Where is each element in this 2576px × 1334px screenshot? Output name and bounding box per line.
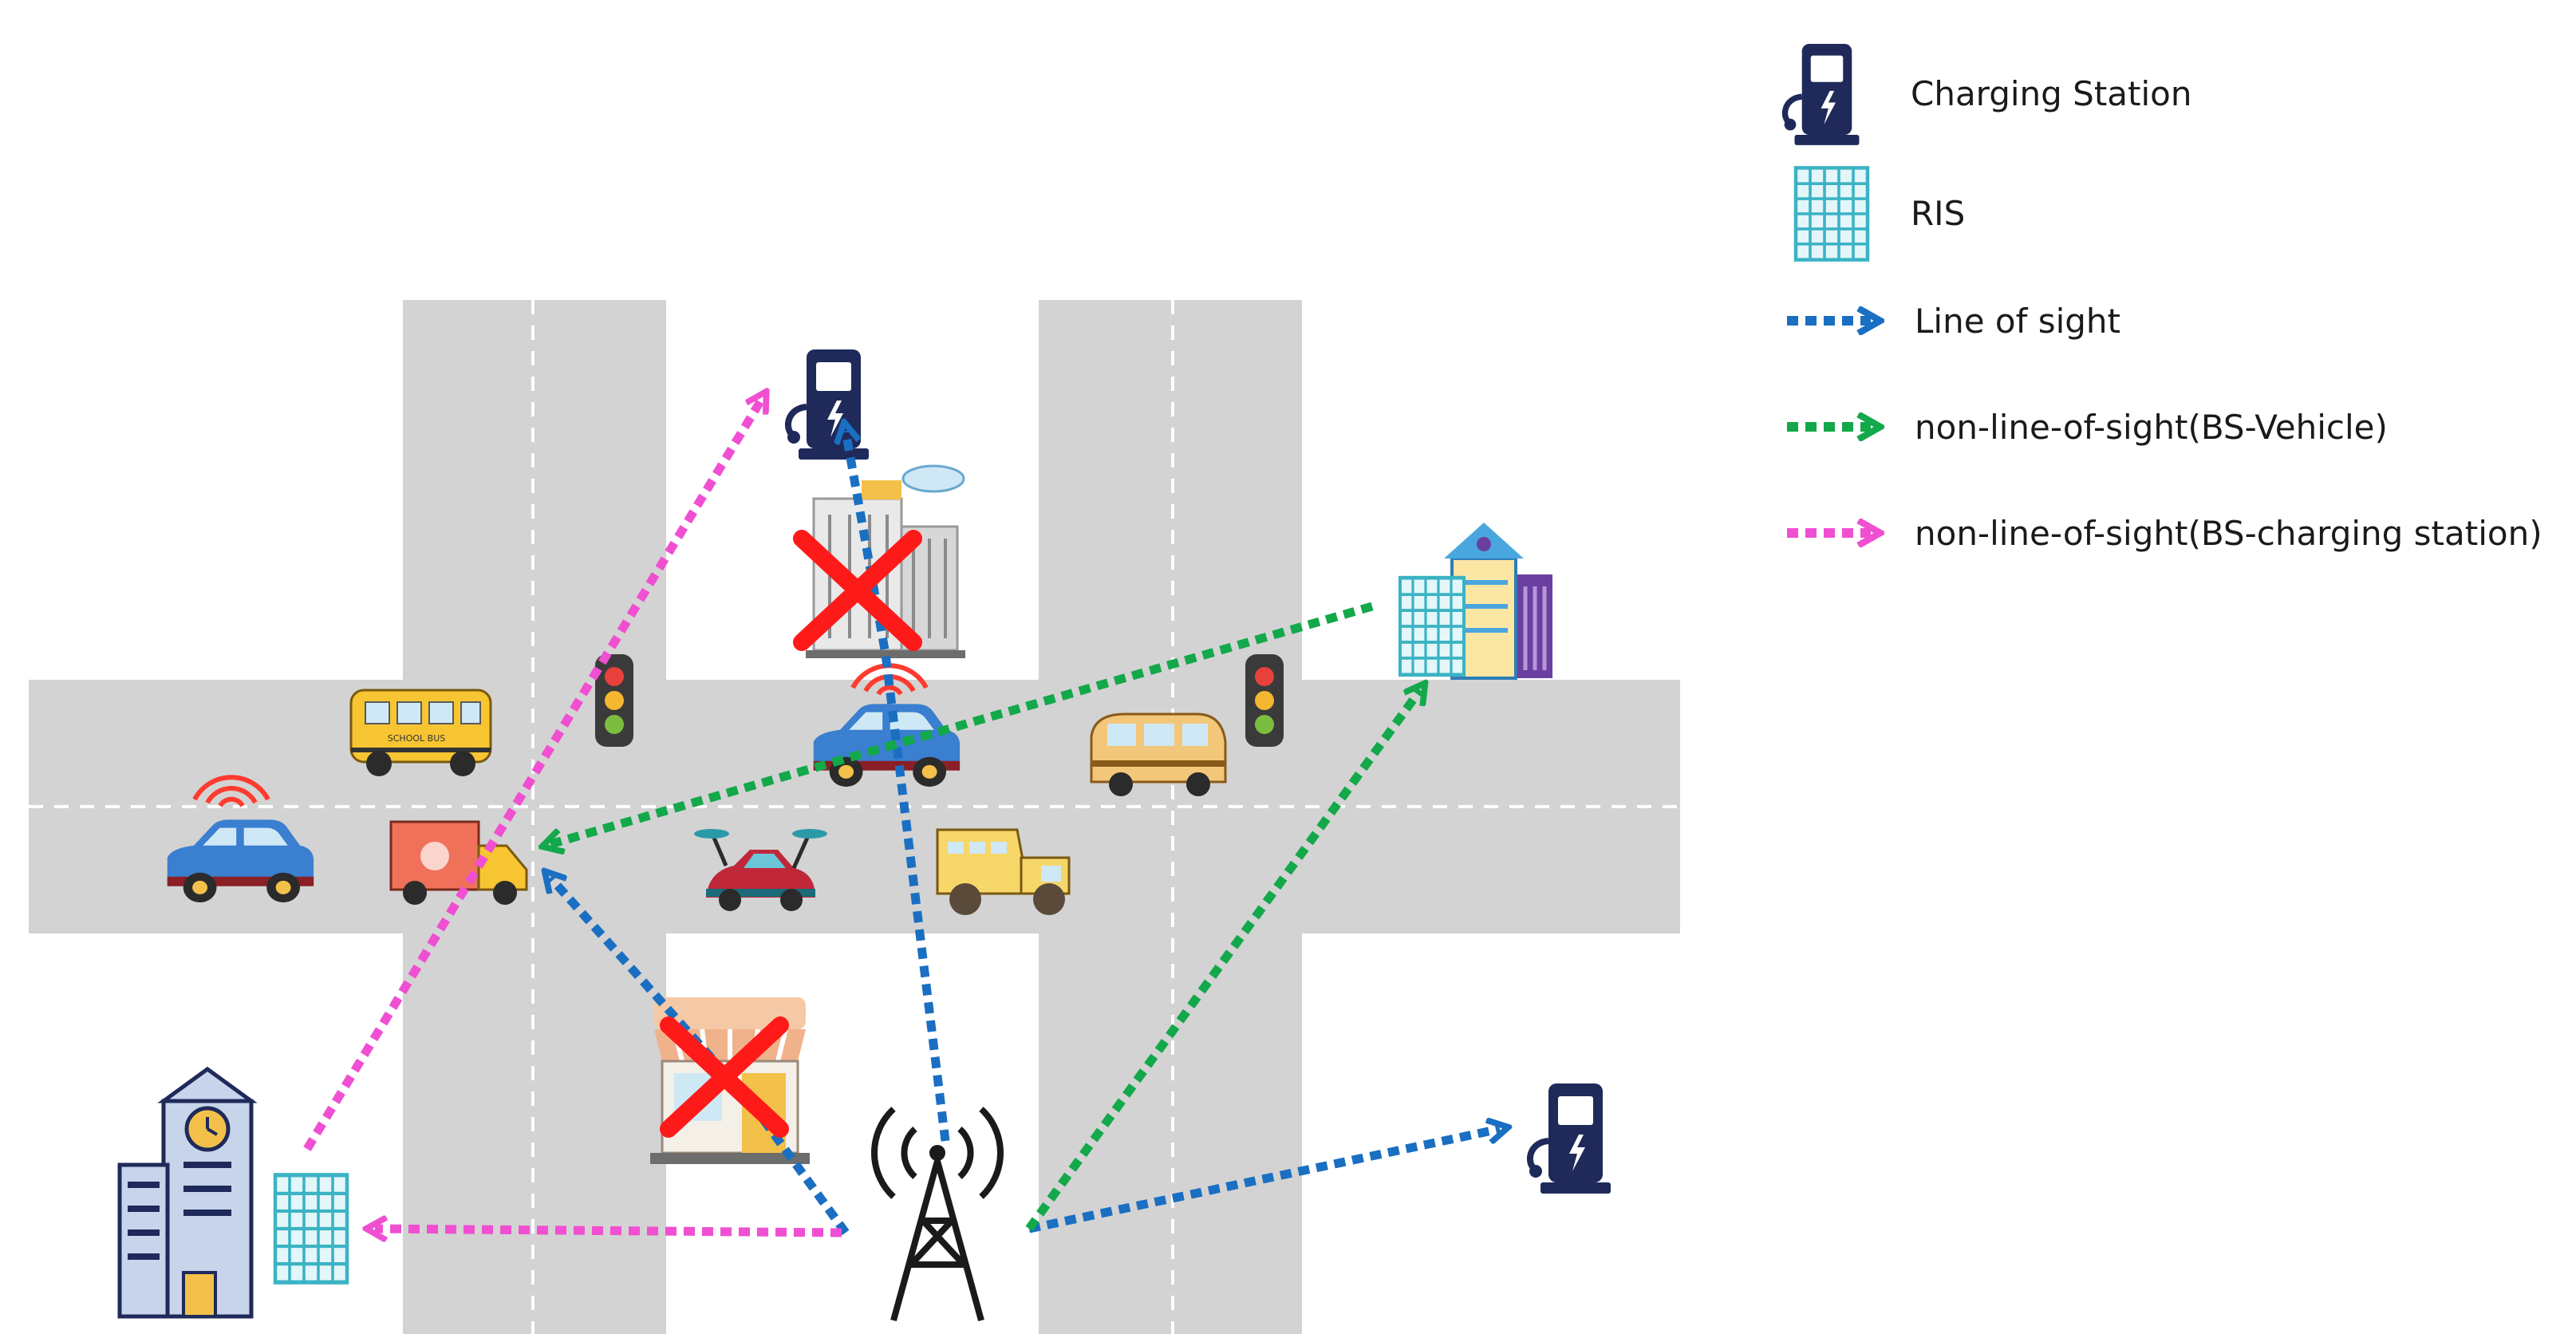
legend: Charging Station RIS Line of sight non-l… — [1785, 44, 2542, 553]
legend-item-line-of-sight: Line of sight — [1787, 302, 2120, 341]
dump-truck-icon — [936, 828, 1071, 915]
road-vertical-right — [1039, 300, 1302, 1334]
base-station-tower-icon — [870, 1107, 1004, 1322]
van-icon — [1090, 712, 1227, 796]
flying-car-icon — [694, 829, 827, 911]
traffic-light-icon — [595, 654, 633, 747]
legend-item-nlos-vehicle: non-line-of-sight(BS-Vehicle) — [1787, 408, 2388, 447]
legend-item-ris: RIS — [1796, 168, 1965, 259]
nlos-path-bs-to-ris — [1025, 690, 1420, 1232]
clock-building-icon — [117, 1066, 347, 1319]
charging-station-icon — [1785, 44, 1860, 145]
school-bus-icon: SCHOOL BUS — [349, 689, 492, 776]
legend-label-ris: RIS — [1911, 194, 1965, 233]
legend-item-nlos-charging-station: non-line-of-sight(BS-charging station) — [1787, 514, 2542, 553]
charging-station-icon — [787, 349, 869, 460]
delivery-truck-icon — [389, 820, 528, 905]
signal-paths — [303, 399, 1500, 1233]
nlos-path-bs-to-ris-building — [375, 1229, 842, 1233]
legend-item-charging-station: Charging Station — [1785, 44, 2192, 145]
nlos-path-ris-to-vehicle — [550, 602, 1374, 844]
school-bus-sign: SCHOOL BUS — [388, 733, 445, 744]
legend-label-charging-station: Charging Station — [1911, 74, 2192, 113]
legend-label-nlos-vehicle: non-line-of-sight(BS-Vehicle) — [1915, 408, 2388, 447]
charging-station-icon — [1529, 1083, 1611, 1194]
tower-building-icon — [1400, 523, 1552, 680]
legend-label-nlos-charging-station: non-line-of-sight(BS-charging station) — [1915, 514, 2542, 553]
traffic-light-icon — [1245, 654, 1284, 747]
legend-label-line-of-sight: Line of sight — [1915, 302, 2120, 341]
los-path-to-charging-station-right — [1028, 1129, 1500, 1233]
ris-panel-icon — [1796, 168, 1868, 259]
